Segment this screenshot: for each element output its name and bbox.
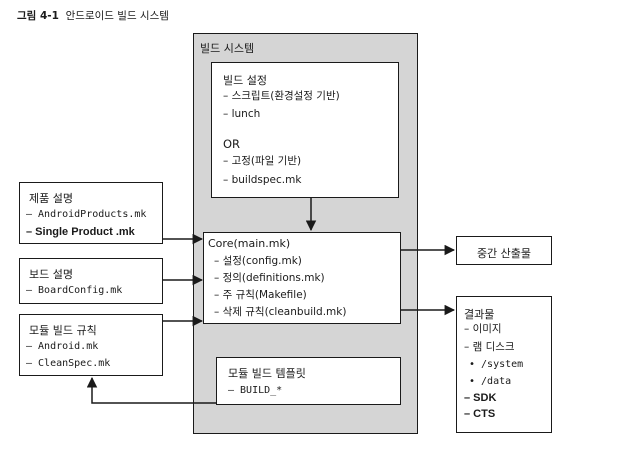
build-config-title: 빌드 설정 bbox=[223, 74, 267, 87]
module-template-item: – BUILD_* bbox=[228, 385, 283, 396]
figure-caption: 그림 4-1 안드로이드 빌드 시스템 bbox=[17, 8, 169, 23]
results-title: 결과물 bbox=[464, 308, 495, 321]
results-item-image: – 이미지 bbox=[464, 323, 502, 335]
core-item-makefile: – 주 규칙(Makefile) bbox=[214, 289, 307, 301]
intermediate-box: 중간 산출물 bbox=[456, 236, 552, 265]
module-rules-item-android: – Android.mk bbox=[26, 341, 99, 352]
build-config-item-lunch: – lunch bbox=[223, 108, 261, 120]
board-box: 보드 설명 – BoardConfig.mk bbox=[19, 258, 163, 304]
results-item-cts: – CTS bbox=[464, 408, 496, 420]
core-item-config: – 설정(config.mk) bbox=[214, 255, 302, 267]
board-item: – BoardConfig.mk bbox=[26, 285, 123, 296]
module-template-box: 모듈 빌드 템플릿 – BUILD_* bbox=[216, 357, 401, 405]
build-config-item-script: – 스크립트(환경설정 기반) bbox=[223, 90, 340, 102]
results-item-sdk: – SDK bbox=[464, 392, 497, 404]
build-config-item-buildspec: – buildspec.mk bbox=[223, 174, 302, 186]
arrow-template-to-module bbox=[86, 376, 216, 404]
module-rules-box: 모듈 빌드 규칙 – Android.mk – CleanSpec.mk bbox=[19, 314, 163, 376]
results-subitem-data: • /data bbox=[469, 376, 512, 387]
module-rules-item-cleanspec: – CleanSpec.mk bbox=[26, 358, 111, 369]
board-title: 보드 설명 bbox=[29, 268, 73, 281]
build-config-item-fixed: – 고정(파일 기반) bbox=[223, 155, 302, 167]
module-rules-title: 모듈 빌드 규칙 bbox=[29, 324, 97, 337]
figure-title: 안드로이드 빌드 시스템 bbox=[65, 10, 169, 22]
module-template-title: 모듈 빌드 템플릿 bbox=[228, 367, 306, 380]
build-config-box: 빌드 설정 – 스크립트(환경설정 기반) – lunch OR – 고정(파일… bbox=[211, 62, 399, 198]
core-item-definitions: – 정의(definitions.mk) bbox=[214, 272, 325, 284]
results-subitem-system: • /system bbox=[469, 359, 524, 370]
core-title: Core(main.mk) bbox=[208, 237, 291, 250]
product-title: 제품 설명 bbox=[29, 192, 73, 205]
intermediate-title: 중간 산출물 bbox=[476, 247, 532, 260]
results-item-ramdisk: – 램 디스크 bbox=[464, 341, 515, 353]
figure-number: 그림 4-1 bbox=[17, 10, 59, 22]
product-box: 제품 설명 – AndroidProducts.mk – Single Prod… bbox=[19, 182, 163, 244]
core-item-cleanbuild: – 삭제 규칙(cleanbuild.mk) bbox=[214, 306, 347, 318]
results-box: 결과물 – 이미지 – 램 디스크 • /system • /data – SD… bbox=[456, 296, 552, 433]
build-system-title: 빌드 시스템 bbox=[200, 42, 255, 55]
core-box: Core(main.mk) – 설정(config.mk) – 정의(defin… bbox=[203, 232, 401, 324]
product-item-single: – Single Product .mk bbox=[26, 226, 135, 238]
product-item-androidproducts: – AndroidProducts.mk bbox=[26, 209, 147, 220]
build-config-or: OR bbox=[223, 137, 241, 151]
